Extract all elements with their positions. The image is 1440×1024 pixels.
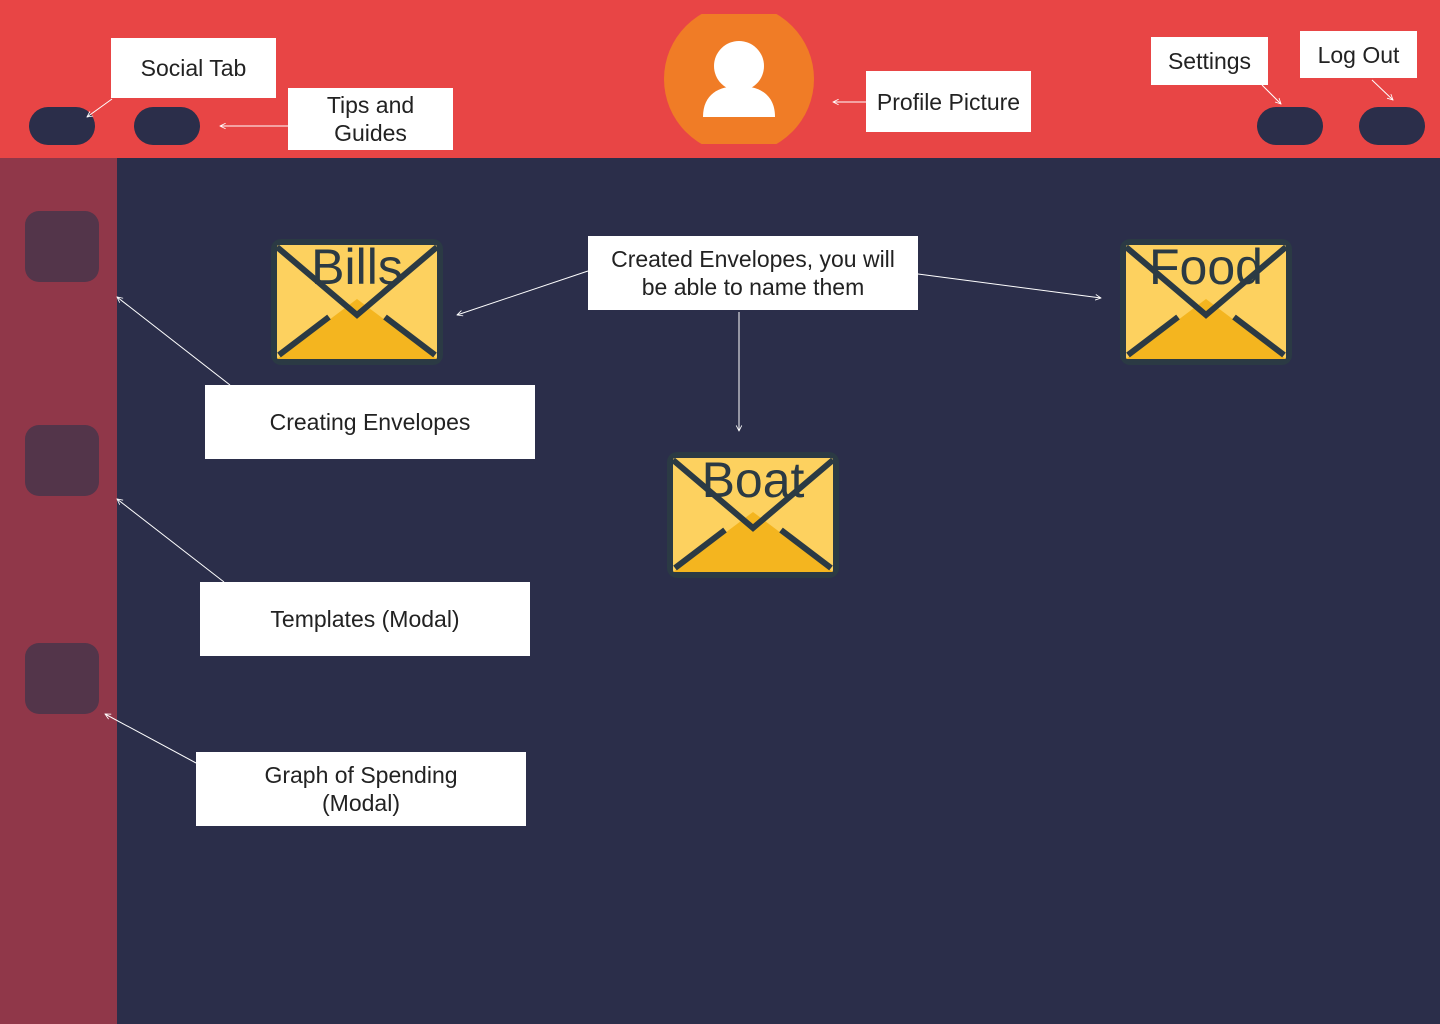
creating-envelopes-button[interactable] [25, 211, 99, 282]
left-sidebar [0, 158, 117, 1024]
annotation-creating-envelopes: Creating Envelopes [205, 385, 535, 459]
social-tab-button[interactable] [29, 107, 95, 145]
envelope-icon [271, 239, 443, 365]
annotation-social-tab: Social Tab [111, 38, 276, 98]
templates-button[interactable] [25, 425, 99, 496]
envelope-label: Bills [311, 239, 403, 295]
settings-button[interactable] [1257, 107, 1323, 145]
envelope-icon [667, 452, 839, 578]
graph-of-spending-button[interactable] [25, 643, 99, 714]
annotation-created-envelopes: Created Envelopes, you will be able to n… [588, 236, 918, 310]
envelope-icon [1120, 239, 1292, 365]
logout-button[interactable] [1359, 107, 1425, 145]
annotation-templates: Templates (Modal) [200, 582, 530, 656]
annotation-settings: Settings [1151, 37, 1268, 85]
annotation-tips-and-guides: Tips and Guides [288, 88, 453, 150]
envelope-label: Food [1149, 239, 1263, 295]
annotation-profile-picture: Profile Picture [866, 71, 1031, 132]
annotation-log-out: Log Out [1300, 31, 1417, 78]
envelope-label: Boat [701, 452, 805, 508]
tips-and-guides-button[interactable] [134, 107, 200, 145]
annotation-graph-of-spending: Graph of Spending (Modal) [196, 752, 526, 826]
envelope-bills[interactable]: Bills [269, 237, 445, 367]
envelope-food[interactable]: Food [1118, 237, 1294, 367]
envelope-boat[interactable]: Boat [665, 450, 841, 580]
profile-picture[interactable] [664, 14, 814, 144]
user-silhouette-icon [703, 41, 775, 117]
